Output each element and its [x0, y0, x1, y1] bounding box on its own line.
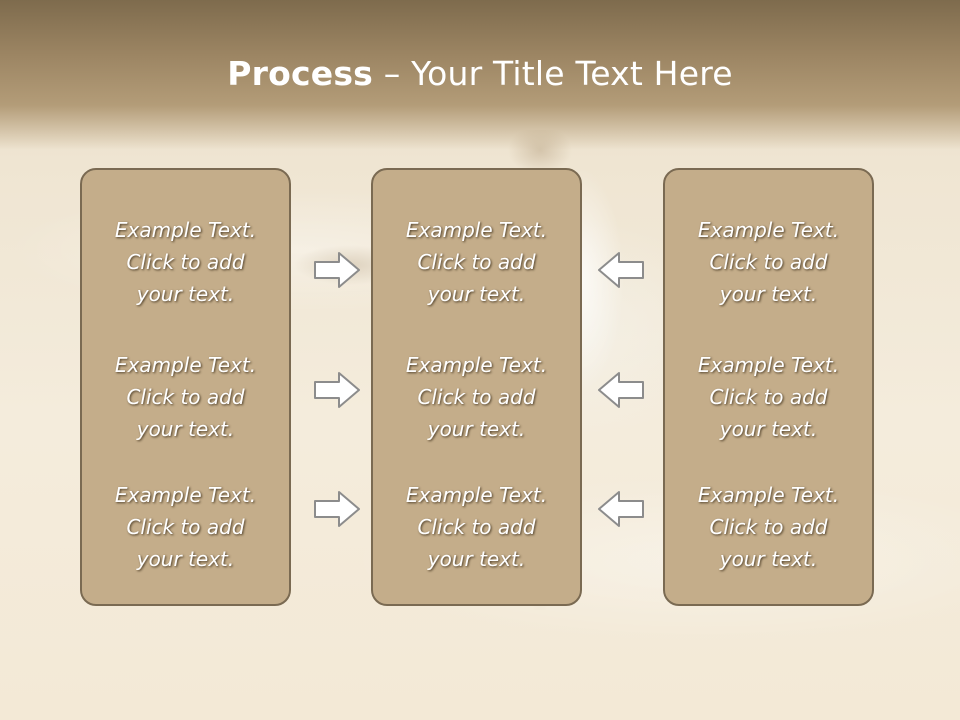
left-item-2[interactable]: Example Text. Click to add your text. [114, 353, 257, 441]
right-item-3[interactable]: Example Text. Click to add your text. [697, 483, 840, 571]
right-arrow-icon [314, 491, 360, 527]
right-arrow-icon [314, 372, 360, 408]
left-item-1[interactable]: Example Text. Click to add your text. [114, 218, 257, 306]
right-arrow-icon [314, 252, 360, 288]
right-text-panel[interactable]: Example Text. Click to add your text. Ex… [663, 168, 874, 606]
slide-title[interactable]: Process – Your Title Text Here [0, 54, 960, 93]
left-arrow-icon [598, 252, 644, 288]
title-rest: – Your Title Text Here [373, 54, 733, 93]
left-text-panel[interactable]: Example Text. Click to add your text. Ex… [80, 168, 291, 606]
right-item-2[interactable]: Example Text. Click to add your text. [697, 353, 840, 441]
right-item-1[interactable]: Example Text. Click to add your text. [697, 218, 840, 306]
center-item-1[interactable]: Example Text. Click to add your text. [405, 218, 548, 306]
center-text-panel[interactable]: Example Text. Click to add your text. Ex… [371, 168, 582, 606]
left-arrow-icon [598, 491, 644, 527]
left-arrow-icon [598, 372, 644, 408]
header-band [0, 0, 960, 150]
title-bold: Process [227, 54, 374, 93]
center-item-3[interactable]: Example Text. Click to add your text. [405, 483, 548, 571]
left-item-3[interactable]: Example Text. Click to add your text. [114, 483, 257, 571]
center-item-2[interactable]: Example Text. Click to add your text. [405, 353, 548, 441]
